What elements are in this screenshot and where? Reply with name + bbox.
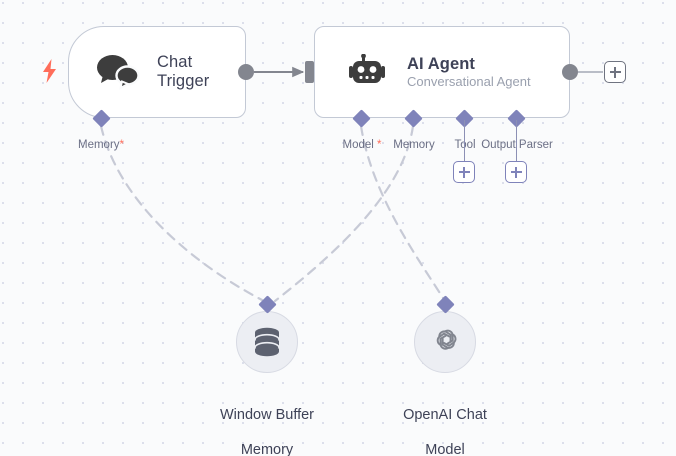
openai-chat-model-label: OpenAI Chat Model xyxy=(355,389,535,456)
port-label-text: Memory xyxy=(393,139,435,151)
plus-vertical-bar xyxy=(515,166,517,178)
chat-trigger-output-port[interactable] xyxy=(238,64,254,80)
chat-bubbles-icon xyxy=(95,53,141,91)
ai-agent-memory-port-label: Memory xyxy=(393,139,435,151)
node-openai-chat-model[interactable] xyxy=(414,311,476,373)
node-chat-trigger[interactable]: Chat Trigger xyxy=(68,26,246,118)
add-tool-button[interactable] xyxy=(453,161,475,183)
node-ai-agent[interactable]: AI Agent Conversational Agent xyxy=(314,26,570,118)
ai-agent-input-port[interactable] xyxy=(305,61,314,83)
tool-port-stub xyxy=(463,120,466,162)
openai-logo-icon xyxy=(436,329,457,350)
add-next-node-button[interactable] xyxy=(604,61,626,83)
ai-agent-output-port[interactable] xyxy=(562,64,578,80)
label-line1: OpenAI Chat xyxy=(403,406,487,423)
add-output-parser-button[interactable] xyxy=(505,161,527,183)
label-line1: Window Buffer xyxy=(219,406,315,423)
output-parser-port-stub xyxy=(515,120,518,162)
window-buffer-memory-label: Window Buffer Memory xyxy=(177,389,357,456)
chat-trigger-text: Chat Trigger xyxy=(157,53,209,91)
node-window-buffer-memory[interactable] xyxy=(236,311,298,373)
plus-vertical-bar xyxy=(614,66,616,78)
port-label-text: Memory xyxy=(77,139,120,151)
ai-agent-text: AI Agent Conversational Agent xyxy=(407,55,531,90)
database-icon xyxy=(254,327,280,357)
chat-trigger-title-line1: Chat xyxy=(157,53,193,72)
ai-agent-model-port-label: Model * xyxy=(342,139,381,151)
port-label-text: Model xyxy=(342,139,374,151)
edge-aiagent-model-to-openai xyxy=(359,124,445,300)
chat-trigger-memory-port-label: Memory* xyxy=(78,139,124,151)
ai-agent-subtitle: Conversational Agent xyxy=(407,73,531,89)
ai-agent-title: AI Agent xyxy=(407,54,476,73)
plus-vertical-bar xyxy=(463,166,465,178)
edge-chattrigger-memory-to-windowbuffer xyxy=(99,124,264,302)
label-line2: Memory xyxy=(240,442,294,456)
required-asterisk: * xyxy=(377,139,382,151)
chat-trigger-title-line2: Trigger xyxy=(157,72,210,90)
edge-aiagent-memory-to-windowbuffer xyxy=(273,124,415,303)
robot-icon xyxy=(349,54,391,90)
label-line2: Model xyxy=(425,442,465,456)
lightning-bolt-icon xyxy=(41,59,59,83)
required-asterisk: * xyxy=(119,139,125,151)
